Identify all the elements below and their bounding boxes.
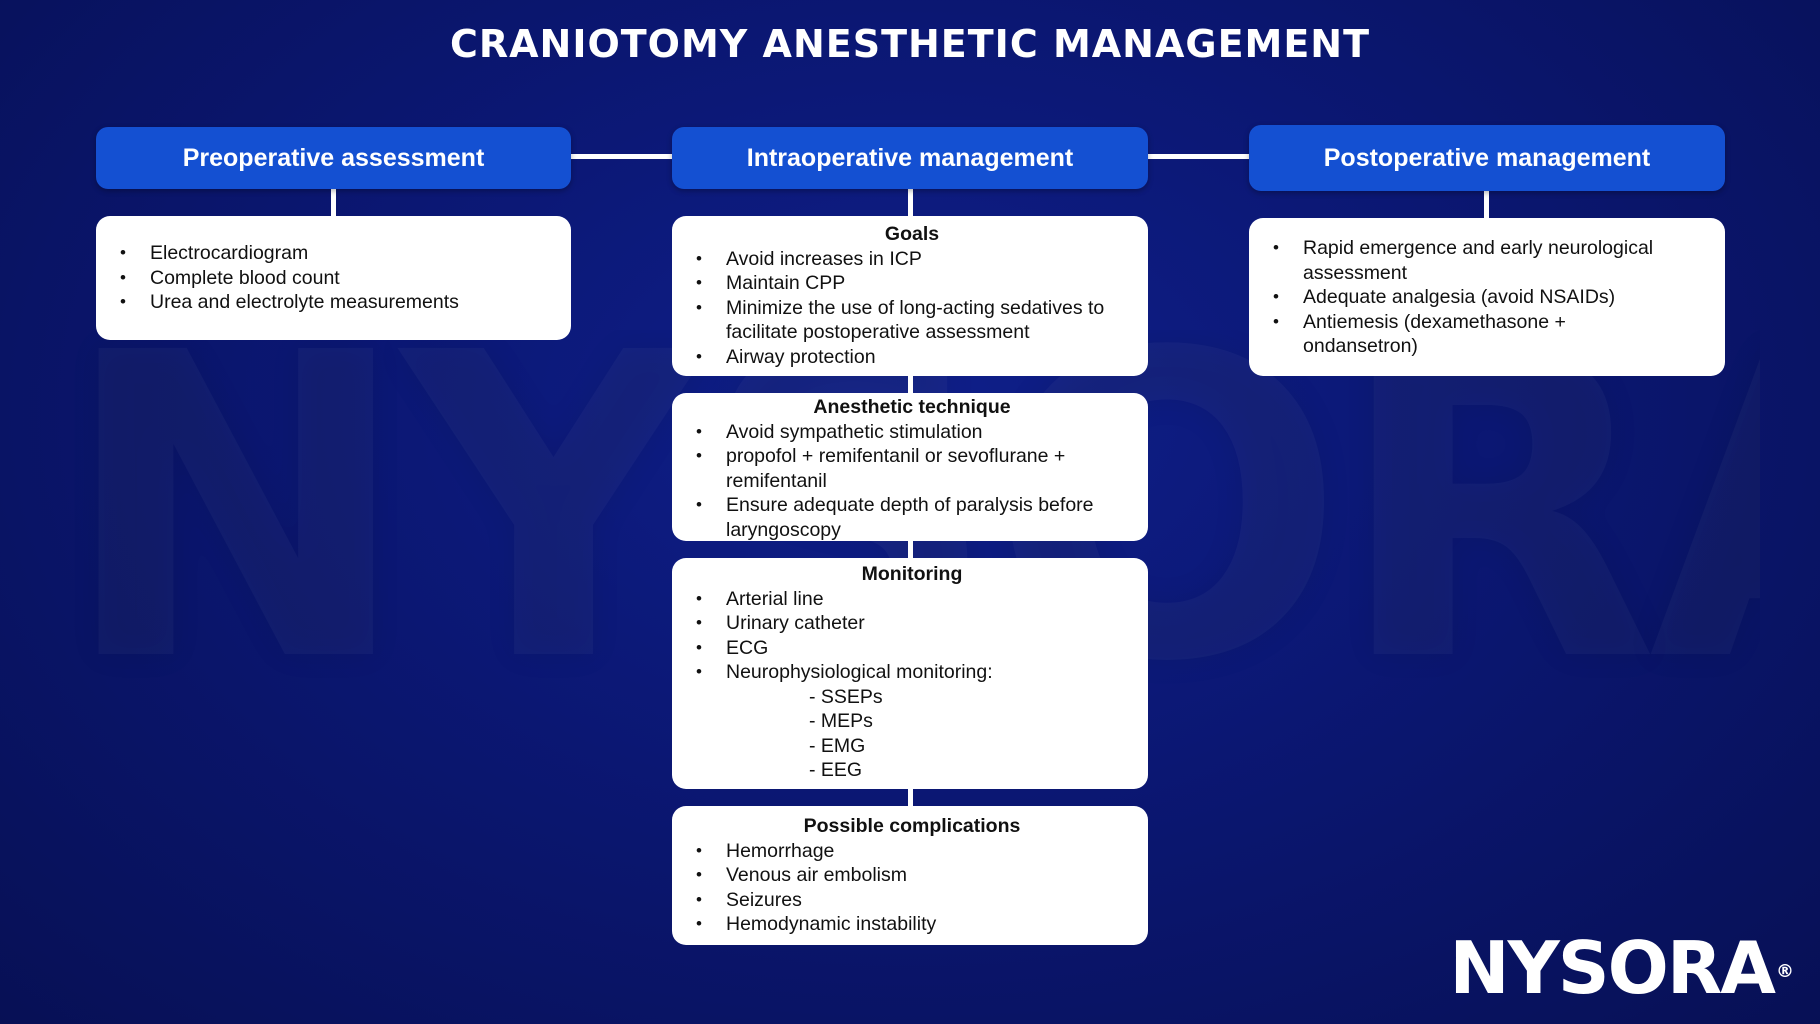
list-item: Hemodynamic instability (694, 912, 1130, 937)
goals-title: Goals (884, 223, 940, 245)
list-item: Seizures (694, 888, 1130, 913)
postop-header: Postoperative management (1249, 125, 1725, 191)
connector-intraop-goals (908, 188, 913, 216)
connector-postop-card (1484, 190, 1489, 218)
intraop-header: Intraoperative management (672, 127, 1148, 189)
list-item: Maintain CPP (694, 271, 1130, 296)
nysora-logo: NYSORA® (1449, 932, 1794, 1004)
list-item: Venous air embolism (694, 863, 1130, 888)
preop-header-label: Preoperative assessment (182, 143, 485, 172)
registered-mark: ® (1776, 961, 1794, 982)
list-item: Avoid sympathetic stimulation (694, 420, 1130, 445)
intraop-header-label: Intraoperative management (746, 143, 1074, 172)
list-item: Ensure adequate depth of paralysis befor… (694, 493, 1130, 542)
list-item: ECG (694, 636, 1130, 661)
list-item: Adequate analgesia (avoid NSAIDs) (1271, 285, 1685, 310)
list-item: Urinary catheter (694, 611, 1130, 636)
monitoring-subitem: - EMG (809, 734, 866, 757)
preop-list: Electrocardiogram Complete blood count U… (118, 241, 551, 315)
goals-card: Goals Avoid increases in ICP Maintain CP… (672, 216, 1148, 376)
connector-preop-card (331, 188, 336, 216)
list-item: Arterial line (694, 587, 1130, 612)
connector-monitoring-complications (908, 788, 913, 806)
page-title: CRANIOTOMY ANESTHETIC MANAGEMENT (449, 22, 1371, 66)
list-item: Rapid emergence and early neurological a… (1271, 236, 1685, 285)
list-item: Neurophysiological monitoring: (694, 660, 1130, 685)
monitoring-subitem: - EEG (809, 759, 863, 781)
complications-list: Hemorrhage Venous air embolism Seizures … (694, 839, 1130, 937)
monitoring-subitem: - SSEPs (809, 685, 883, 708)
list-item: Urea and electrolyte measurements (118, 290, 551, 315)
preop-header: Preoperative assessment (96, 127, 571, 189)
postop-header-label: Postoperative management (1323, 143, 1651, 172)
technique-title: Anesthetic technique (813, 396, 1011, 418)
list-item: Minimize the use of long-acting sedative… (694, 296, 1130, 345)
complications-card: Possible complications Hemorrhage Venous… (672, 806, 1148, 945)
connector-intraop-postop (1148, 154, 1250, 159)
connector-technique-monitoring (908, 540, 913, 558)
list-item: Airway protection (694, 345, 1130, 370)
postop-list: Rapid emergence and early neurological a… (1271, 236, 1685, 359)
logo-text: NYSORA (1449, 926, 1776, 1010)
technique-list: Avoid sympathetic stimulation propofol +… (694, 420, 1130, 543)
monitoring-title: Monitoring (861, 563, 963, 585)
connector-preop-intraop (570, 154, 672, 159)
monitoring-card: Monitoring Arterial line Urinary cathete… (672, 558, 1148, 789)
preop-card: Electrocardiogram Complete blood count U… (96, 216, 571, 340)
list-item: propofol + remifentanil or sevoflurane +… (694, 444, 1130, 493)
list-item: Complete blood count (118, 266, 551, 291)
goals-list: Avoid increases in ICP Maintain CPP Mini… (694, 247, 1130, 370)
monitoring-list: Arterial line Urinary catheter ECG Neuro… (694, 587, 1130, 685)
complications-title: Possible complications (803, 815, 1021, 837)
postop-card: Rapid emergence and early neurological a… (1249, 218, 1725, 376)
connector-goals-technique (908, 375, 913, 393)
technique-card: Anesthetic technique Avoid sympathetic s… (672, 393, 1148, 541)
list-item: Avoid increases in ICP (694, 247, 1130, 272)
list-item: Antiemesis (dexamethasone + ondansetron) (1271, 310, 1685, 359)
list-item: Hemorrhage (694, 839, 1130, 864)
list-item: Electrocardiogram (118, 241, 551, 266)
monitoring-subitem: - MEPs (809, 710, 873, 732)
